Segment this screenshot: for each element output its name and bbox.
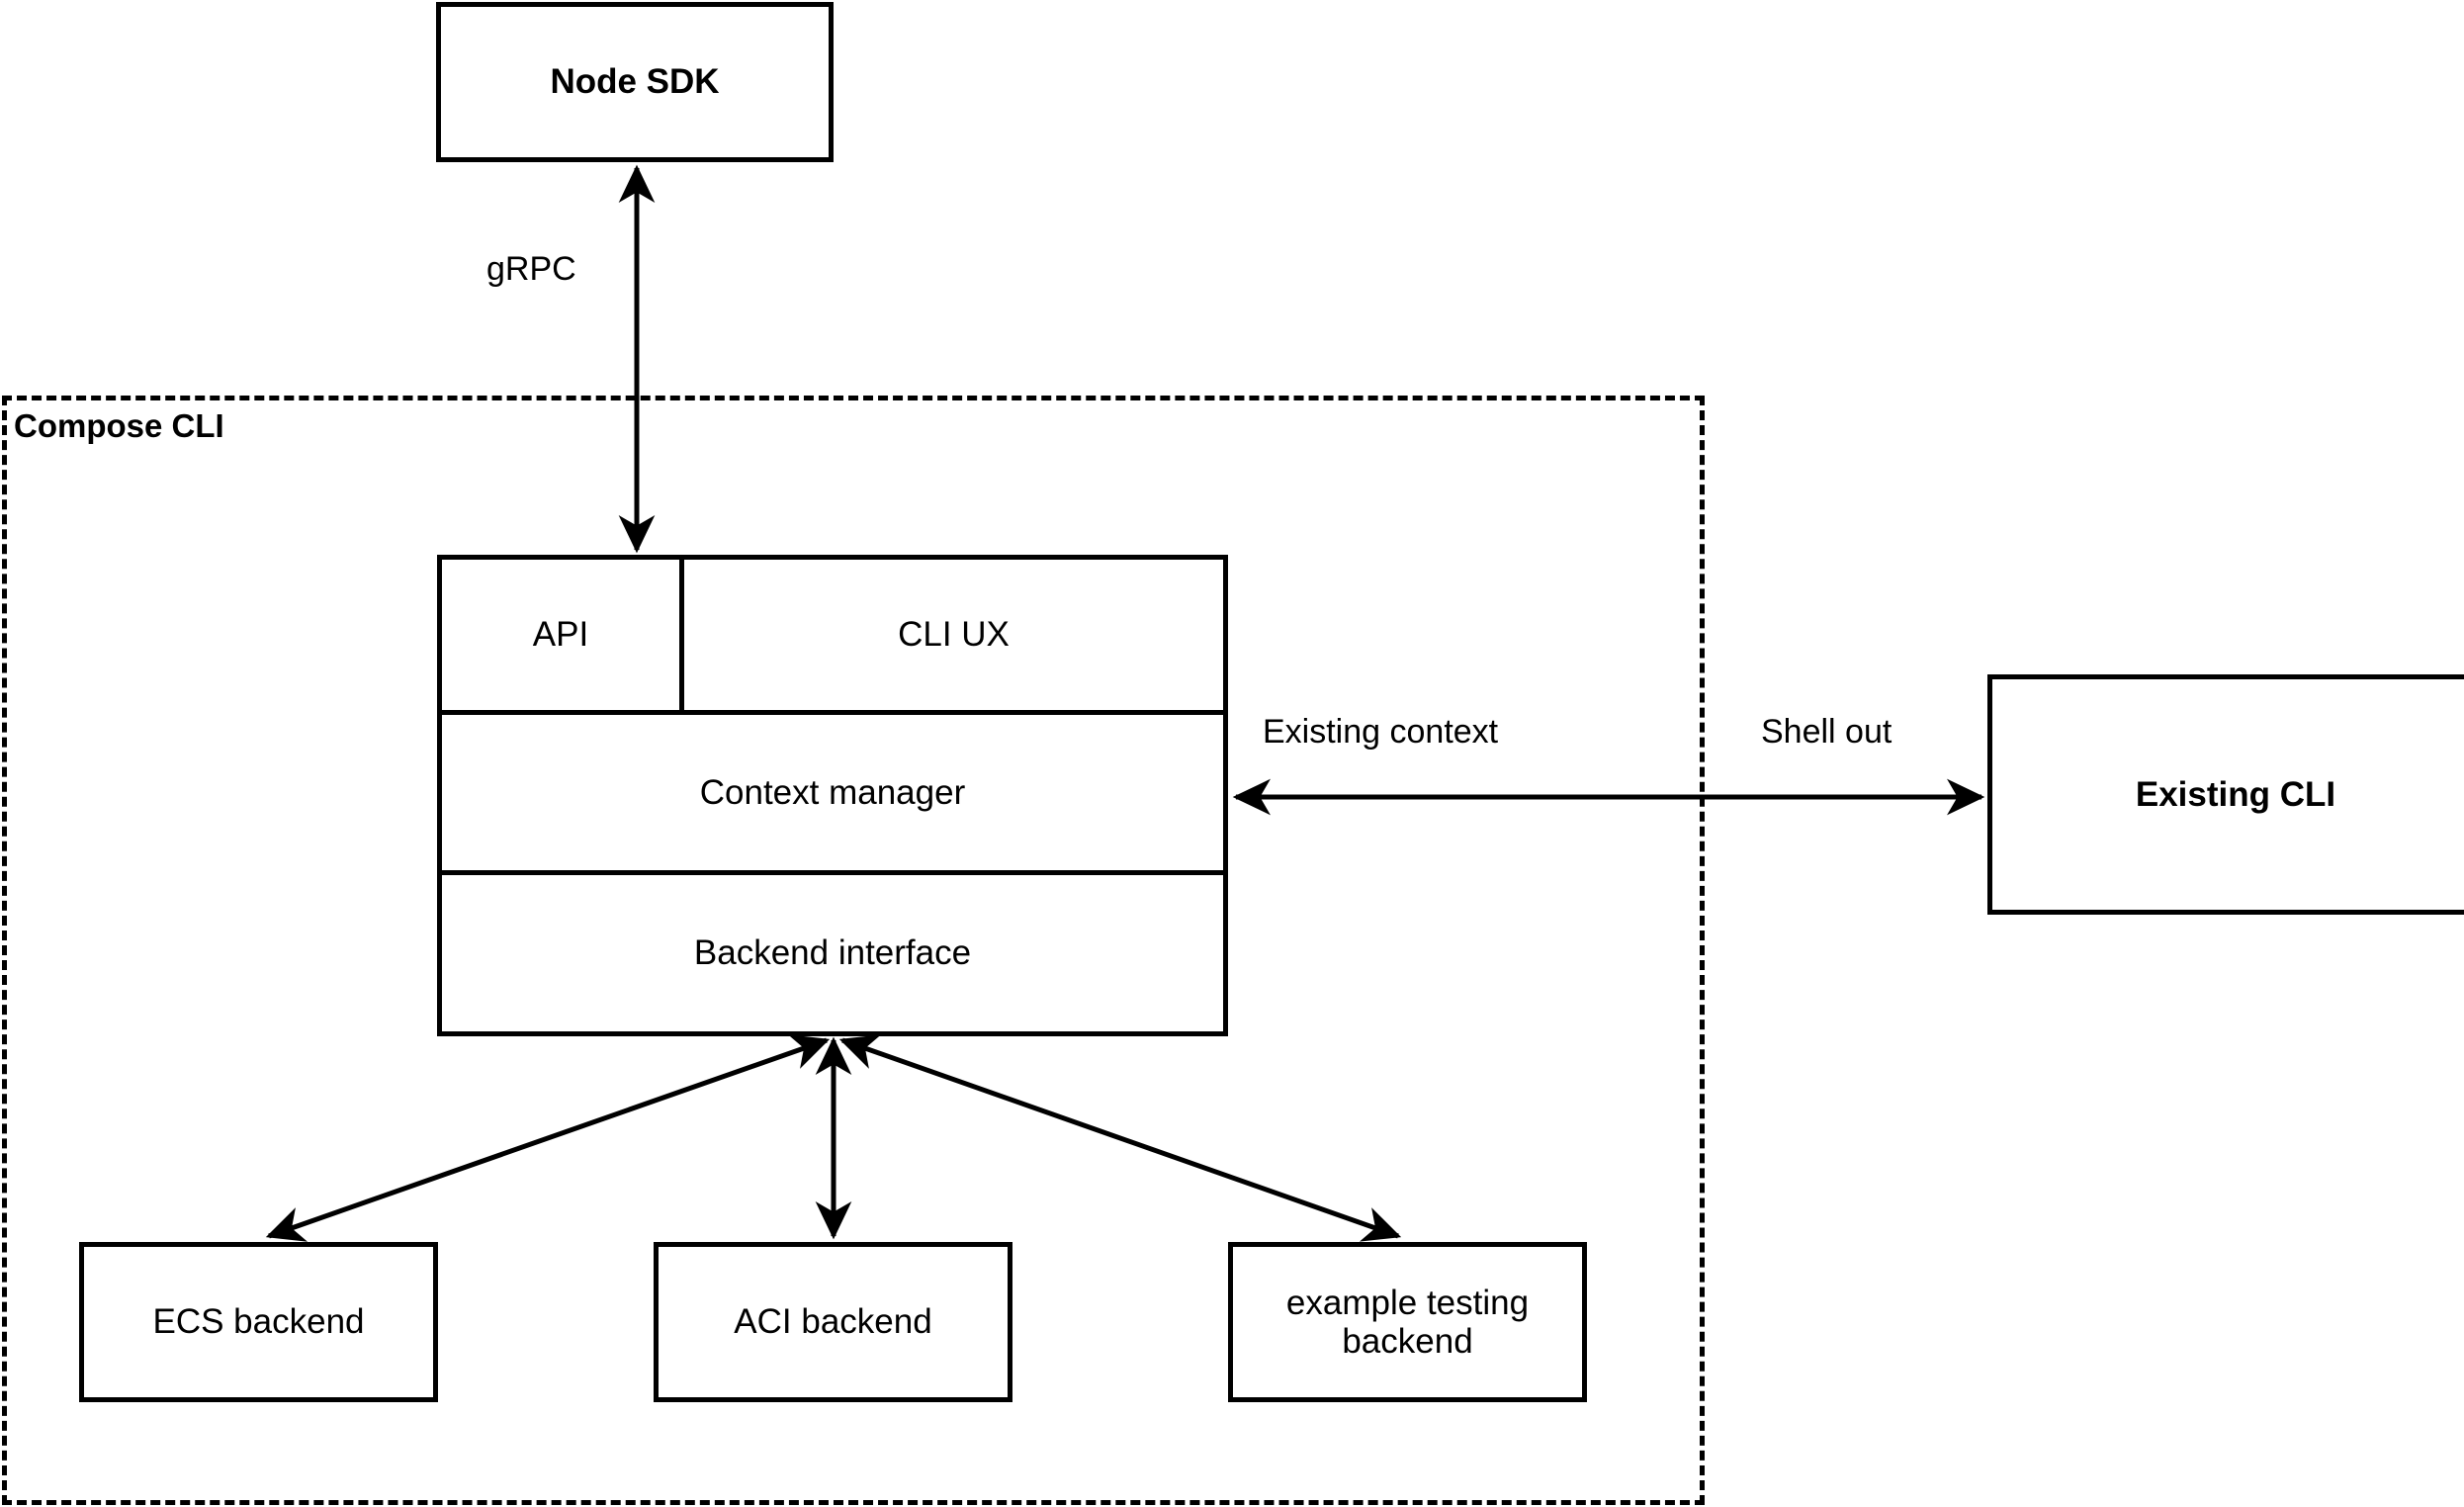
node-sdk-label: Node SDK [550, 62, 720, 102]
ecs-backend-box[interactable]: ECS backend [79, 1242, 438, 1402]
compose-cli-group-title: Compose CLI [12, 407, 226, 445]
example-testing-backend-box[interactable]: example testing backend [1228, 1242, 1587, 1402]
edge-label-existing-context: Existing context [1263, 713, 1499, 751]
cli-ux-label: CLI UX [898, 615, 1010, 655]
edge-example-line [838, 1034, 1402, 1242]
node-sdk-box[interactable]: Node SDK [436, 2, 834, 162]
aci-backend-label: ACI backend [734, 1302, 932, 1342]
aci-backend-box[interactable]: ACI backend [654, 1242, 1012, 1402]
context-manager-label: Context manager [699, 772, 966, 812]
existing-cli-label: Existing CLI [2135, 774, 2336, 814]
backend-interface-label: Backend interface [693, 933, 972, 973]
api-box[interactable]: API [437, 555, 684, 715]
compose-cli-group [2, 396, 1705, 1505]
edge-label-shell-out: Shell out [1761, 713, 1892, 751]
edge-ecs-line [265, 1034, 831, 1242]
existing-cli-box[interactable]: Existing CLI [1987, 674, 2464, 915]
edge-label-grpc: gRPC [486, 250, 576, 288]
cli-ux-box[interactable]: CLI UX [679, 555, 1228, 715]
ecs-backend-label: ECS backend [152, 1302, 365, 1342]
api-label: API [532, 615, 589, 655]
backend-interface-box[interactable]: Backend interface [437, 870, 1228, 1036]
example-testing-backend-label: example testing backend [1285, 1283, 1530, 1361]
context-manager-box[interactable]: Context manager [437, 710, 1228, 875]
